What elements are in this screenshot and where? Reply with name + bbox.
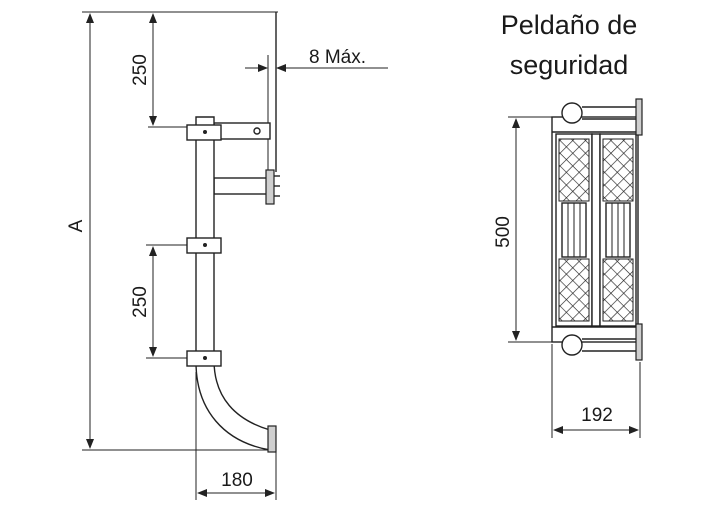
title-line-1: Peldaño de [501,10,638,40]
top-rung-bar [213,122,271,140]
tread-right-lattice-top [602,138,634,202]
tread-right-lattice-bottom [602,258,634,322]
wall-plate-bottom [635,323,643,361]
rail-clamps [186,124,222,367]
label-step-width: 192 [581,405,613,426]
dimension-lower-250: 250 [130,244,188,359]
clamp-top-bolt [203,130,207,134]
dimension-max-gap: 8 Máx. [245,12,388,170]
dimension-upper-250: 250 [130,13,190,128]
tread-left [555,133,593,327]
tread-left-lattice-top [558,138,590,202]
label-max-gap: 8 Máx. [309,47,366,68]
foot-plate [267,425,277,453]
tread-left-lattice-bottom [558,258,590,322]
dimension-step-height-500: 500 [493,116,560,343]
rail-tube-bottom [561,334,583,356]
ladder-side-view: A 250 250 8 Máx. [66,11,388,500]
safety-step-view: Peldaño de seguridad 500 [493,10,643,438]
wall-bracket [213,169,280,205]
dimension-width-180: 180 [195,372,277,500]
title-line-2: seguridad [510,50,629,80]
label-lower-spacing: 250 [130,286,151,318]
dimension-height-a: A [66,11,278,451]
label-width-180: 180 [221,470,253,491]
label-height-a: A [66,219,87,232]
wall-plate-top [635,98,643,136]
ladder-rail [195,116,271,451]
bracket-arm [213,177,269,195]
bracket-plate [265,169,275,205]
clamp-middle-bolt [203,243,207,247]
top-rung [213,122,271,140]
dimension-step-width-192: 192 [551,344,641,438]
top-rung-hole [253,127,261,135]
label-step-height: 500 [493,216,514,248]
label-upper-spacing: 250 [130,54,151,86]
rail-tube-top [561,102,583,124]
clamp-bottom-bolt [203,356,207,360]
step-center-divider [591,133,601,327]
tread-right [599,133,637,327]
